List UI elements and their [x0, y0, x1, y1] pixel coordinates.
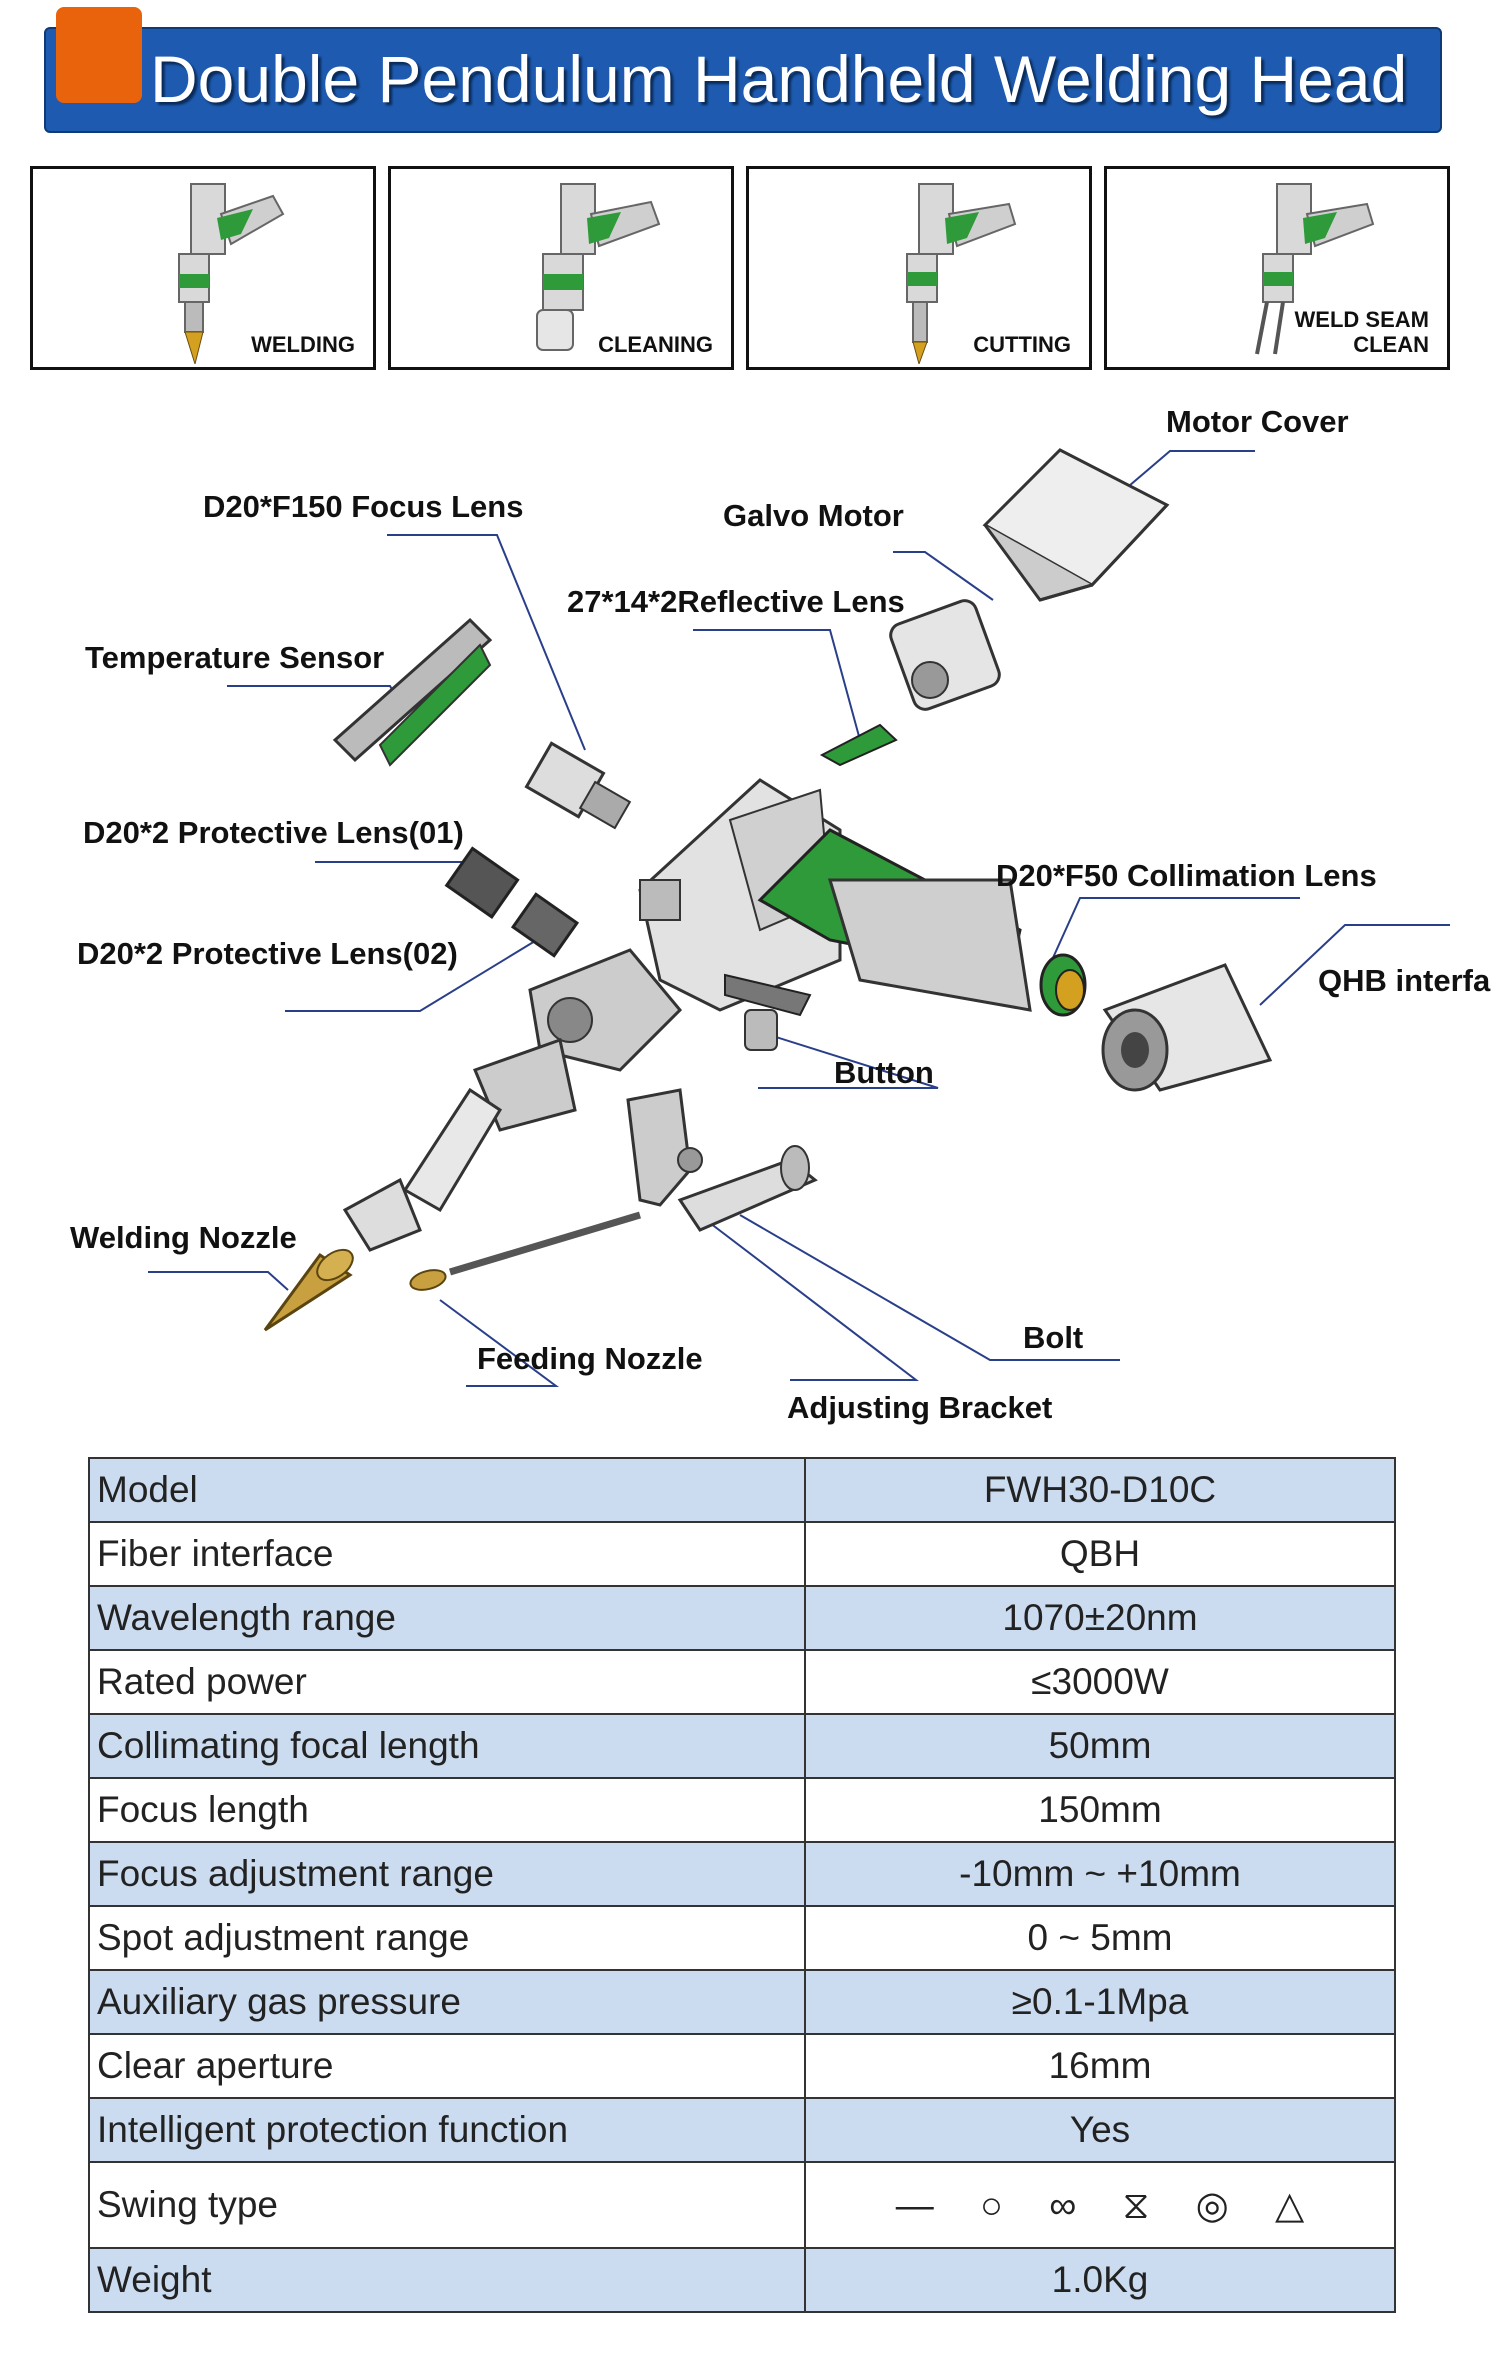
- thumbnail-weld-seam-clean: WELD SEAM CLEAN: [1104, 166, 1450, 370]
- thumbnail-label: WELD SEAM CLEAN: [1295, 307, 1429, 357]
- thumbnail-cutting: CUTTING: [746, 166, 1092, 370]
- label-protective-lens-01: D20*2 Protective Lens(01): [83, 815, 464, 850]
- orange-square-icon: [56, 7, 142, 103]
- table-row: Auxiliary gas pressure≥0.1-1Mpa: [88, 1969, 1396, 2035]
- label-adjusting-bracket: Adjusting Bracket: [787, 1390, 1053, 1425]
- label-collimation-lens: D20*F50 Collimation Lens: [996, 858, 1377, 893]
- temperature-sensor-part: [332, 617, 493, 767]
- label-protective-lens-02: D20*2 Protective Lens(02): [77, 936, 458, 971]
- swing-double-circle-icon: ◎: [1195, 2184, 1229, 2227]
- bolt-part: [677, 1145, 818, 1232]
- thumbnail-cleaning: CLEANING: [388, 166, 734, 370]
- swing-infinity-icon: ∞: [1049, 2184, 1077, 2227]
- label-motor-cover: Motor Cover: [1166, 404, 1349, 439]
- spec-name: Intelligent protection function: [88, 2097, 806, 2163]
- welding-head-icon: [178, 183, 285, 364]
- spec-name: Focus length: [88, 1777, 806, 1843]
- label-bolt: Bolt: [1023, 1320, 1084, 1355]
- spec-name: Model: [88, 1457, 806, 1523]
- thumbnail-welding: WELDING: [30, 166, 376, 370]
- table-row: Swing type — ○ ∞ ⧖ ◎ △: [88, 2161, 1396, 2249]
- main-body-part: [638, 778, 1032, 1012]
- spec-name: Collimating focal length: [88, 1713, 806, 1779]
- label-line-2: CLEAN: [1353, 332, 1429, 357]
- swing-type-symbols: — ○ ∞ ⧖ ◎ △: [804, 2161, 1396, 2249]
- cleaning-head-icon: [536, 183, 661, 351]
- spec-value: ≥0.1-1Mpa: [804, 1969, 1396, 2035]
- title-banner: Double Pendulum Handheld Welding Head: [44, 7, 1442, 133]
- label-galvo-motor: Galvo Motor: [723, 498, 904, 533]
- qbh-interface-part: [1101, 963, 1273, 1092]
- label-feeding-nozzle: Feeding Nozzle: [477, 1341, 703, 1376]
- spec-value: 0 ~ 5mm: [804, 1905, 1396, 1971]
- spec-name: Weight: [88, 2247, 806, 2313]
- label-temperature-sensor: Temperature Sensor: [85, 640, 385, 675]
- motor-cover-part: [982, 448, 1170, 602]
- spec-value: 16mm: [804, 2033, 1396, 2099]
- spec-value: 150mm: [804, 1777, 1396, 1843]
- label-welding-nozzle: Welding Nozzle: [70, 1220, 297, 1255]
- galvo-motor-part: [889, 599, 1001, 711]
- thumbnail-label: CUTTING: [973, 332, 1071, 357]
- label-line-1: WELD SEAM: [1294, 307, 1429, 332]
- spec-value: -10mm ~ +10mm: [804, 1841, 1396, 1907]
- spec-name: Clear aperture: [88, 2033, 806, 2099]
- spec-value: 1.0Kg: [804, 2247, 1396, 2313]
- spec-name: Spot adjustment range: [88, 1905, 806, 1971]
- swing-circle-icon: ○: [980, 2184, 1003, 2227]
- label-reflective-lens: 27*14*2Reflective Lens: [567, 584, 905, 619]
- weld-seam-clean-head-icon: [1255, 183, 1375, 355]
- table-row: Focus adjustment range-10mm ~ +10mm: [88, 1841, 1396, 1907]
- spec-value: QBH: [804, 1521, 1396, 1587]
- adjusting-bracket-part: [626, 1088, 703, 1207]
- spec-value: ≤3000W: [804, 1649, 1396, 1715]
- spec-value: 50mm: [804, 1713, 1396, 1779]
- swing-triangle-icon: △: [1275, 2184, 1305, 2227]
- label-focus-lens: D20*F150 Focus Lens: [203, 489, 524, 524]
- focus-lens-part: [524, 741, 632, 830]
- spec-value: Yes: [804, 2097, 1396, 2163]
- galvo-housing-part: [528, 948, 683, 1072]
- spec-name: Swing type: [88, 2161, 806, 2249]
- protective-lens-02-part: [510, 892, 580, 958]
- exploded-diagram: [148, 448, 1450, 1387]
- spec-name: Auxiliary gas pressure: [88, 1969, 806, 2035]
- spec-name: Fiber interface: [88, 1521, 806, 1587]
- table-row: Rated power≤3000W: [88, 1649, 1396, 1715]
- spec-value: 1070±20nm: [804, 1585, 1396, 1651]
- welding-nozzle-part: [263, 1248, 354, 1332]
- swing-line-icon: —: [895, 2184, 934, 2227]
- feeding-nozzle-part: [409, 1211, 642, 1291]
- protective-lens-01-part: [444, 846, 520, 919]
- button-part: [724, 973, 812, 1051]
- reflective-lens-part: [819, 723, 898, 767]
- cutting-head-icon: [906, 183, 1017, 364]
- spec-name: Rated power: [88, 1649, 806, 1715]
- spec-value: FWH30-D10C: [804, 1457, 1396, 1523]
- nozzle-tube-part: [342, 1038, 577, 1252]
- page-title: Double Pendulum Handheld Welding Head: [150, 42, 1408, 116]
- label-button: Button: [834, 1055, 934, 1090]
- swing-hourglass-icon: ⧖: [1122, 2184, 1150, 2227]
- thumbnail-label: CLEANING: [598, 332, 713, 357]
- spec-name: Wavelength range: [88, 1585, 806, 1651]
- thumbnail-label: WELDING: [251, 332, 355, 357]
- collimation-lens-part: [1039, 953, 1087, 1017]
- spec-name: Focus adjustment range: [88, 1841, 806, 1907]
- label-qhb-interface: QHB interfa: [1318, 963, 1491, 998]
